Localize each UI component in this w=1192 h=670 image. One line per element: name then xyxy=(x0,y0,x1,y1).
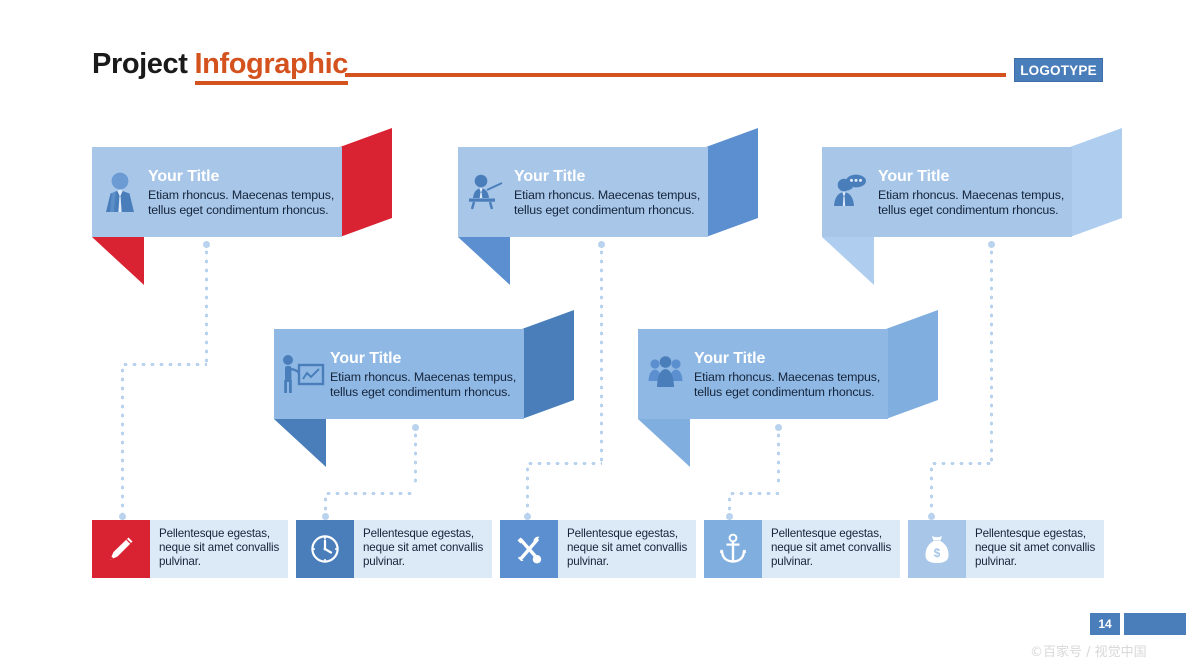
bottom-item-3-text: Pellentesque egestas, neque sit amet con… xyxy=(558,520,696,578)
connector-dot-cap-4-bottom xyxy=(322,513,329,520)
card-5-right-fold xyxy=(886,310,938,418)
bottom-item-4-text: Pellentesque egestas, neque sit amet con… xyxy=(762,520,900,578)
card-2-title: Your Title xyxy=(514,167,586,185)
card-5-body: Your Title Etiam rhoncus. Maecenas tempu… xyxy=(638,329,888,419)
card-1-right-fold xyxy=(340,128,392,236)
bottom-item-3[interactable]: Pellentesque egestas, neque sit amet con… xyxy=(500,520,696,578)
connector-line-4-v1 xyxy=(414,431,417,487)
card-4-text: Your Title Etiam rhoncus. Maecenas tempu… xyxy=(330,349,524,400)
money-bag-icon: $ xyxy=(908,520,966,578)
card-1-text: Your Title Etiam rhoncus. Maecenas tempu… xyxy=(148,167,342,218)
card-3-text: Your Title Etiam rhoncus. Maecenas tempu… xyxy=(878,167,1072,218)
bottom-item-5-text: Pellentesque egestas, neque sit amet con… xyxy=(966,520,1104,578)
card-3-desc: Etiam rhoncus. Maecenas tempus, tellus e… xyxy=(878,187,1065,217)
connector-line-3-h xyxy=(930,462,992,465)
connector-dot-cap-3-bottom xyxy=(928,513,935,520)
connector-line-3-v2 xyxy=(930,465,933,514)
presenter-pointer-icon xyxy=(458,147,514,237)
info-card-5[interactable]: Your Title Etiam rhoncus. Maecenas tempu… xyxy=(638,310,938,467)
card-2-body: Your Title Etiam rhoncus. Maecenas tempu… xyxy=(458,147,708,237)
connector-dot-cap-5-bottom xyxy=(726,513,733,520)
connector-dot-cap-2-top xyxy=(598,241,605,248)
bottom-item-4[interactable]: Pellentesque egestas, neque sit amet con… xyxy=(704,520,900,578)
info-card-4[interactable]: Your Title Etiam rhoncus. Maecenas tempu… xyxy=(274,310,574,467)
connector-line-1-v1 xyxy=(205,248,208,364)
connector-line-3-v1 xyxy=(990,248,993,463)
info-card-3[interactable]: Your Title Etiam rhoncus. Maecenas tempu… xyxy=(822,128,1122,285)
connector-line-1-h xyxy=(121,363,207,366)
connector-dot-cap-4-top xyxy=(412,424,419,431)
bottom-item-1[interactable]: Pellentesque egestas, neque sit amet con… xyxy=(92,520,288,578)
connector-line-2-v1 xyxy=(600,248,603,463)
connector-line-5-v2 xyxy=(728,495,731,514)
card-5-text: Your Title Etiam rhoncus. Maecenas tempu… xyxy=(694,349,888,400)
connector-line-5-v1 xyxy=(777,431,780,487)
card-4-right-fold xyxy=(522,310,574,418)
card-2-right-fold xyxy=(706,128,758,236)
page-title-word-project: Project xyxy=(92,48,188,80)
card-3-bottom-fold xyxy=(822,237,874,285)
bottom-item-2[interactable]: Pellentesque egestas, neque sit amet con… xyxy=(296,520,492,578)
card-4-title: Your Title xyxy=(330,349,402,367)
connector-dot-cap-3-top xyxy=(988,241,995,248)
tools-icon xyxy=(500,520,558,578)
card-4-body: Your Title Etiam rhoncus. Maecenas tempu… xyxy=(274,329,524,419)
card-5-desc: Etiam rhoncus. Maecenas tempus, tellus e… xyxy=(694,369,881,399)
connector-line-4-h xyxy=(324,492,416,495)
person-chart-board-icon xyxy=(274,329,330,419)
card-1-body: Your Title Etiam rhoncus. Maecenas tempu… xyxy=(92,147,342,237)
card-2-desc: Etiam rhoncus. Maecenas tempus, tellus e… xyxy=(514,187,701,217)
anchor-icon xyxy=(704,520,762,578)
card-3-body: Your Title Etiam rhoncus. Maecenas tempu… xyxy=(822,147,1072,237)
card-4-desc: Etiam rhoncus. Maecenas tempus, tellus e… xyxy=(330,369,517,399)
connector-line-2-h xyxy=(526,462,602,465)
info-card-2[interactable]: Your Title Etiam rhoncus. Maecenas tempu… xyxy=(458,128,758,285)
connector-dot-cap-5-top xyxy=(775,424,782,431)
card-5-bottom-fold xyxy=(638,419,690,467)
card-3-right-fold xyxy=(1070,128,1122,236)
card-1-title: Your Title xyxy=(148,167,220,185)
bottom-item-2-text: Pellentesque egestas, neque sit amet con… xyxy=(354,520,492,578)
header-divider-rule xyxy=(345,73,1006,77)
connector-dot-cap-1-bottom xyxy=(119,513,126,520)
group-people-icon xyxy=(638,329,694,419)
card-2-bottom-fold xyxy=(458,237,510,285)
card-4-bottom-fold xyxy=(274,419,326,467)
page-title-word-infographic: Infographic xyxy=(194,48,348,85)
page-number-badge: 14 xyxy=(1090,613,1120,635)
bottom-item-5[interactable]: $ Pellentesque egestas, neque sit amet c… xyxy=(908,520,1104,578)
person-speech-bubble-icon xyxy=(822,147,878,237)
connector-line-5-h xyxy=(728,492,779,495)
card-2-text: Your Title Etiam rhoncus. Maecenas tempu… xyxy=(514,167,708,218)
card-1-desc: Etiam rhoncus. Maecenas tempus, tellus e… xyxy=(148,187,335,217)
connector-dot-cap-1-top xyxy=(203,241,210,248)
footer-accent-bar xyxy=(1124,613,1186,635)
card-3-title: Your Title xyxy=(878,167,950,185)
logotype-badge[interactable]: LOGOTYPE xyxy=(1014,58,1103,82)
info-card-1[interactable]: Your Title Etiam rhoncus. Maecenas tempu… xyxy=(92,128,392,285)
connector-dot-cap-2-bottom xyxy=(524,513,531,520)
businessman-icon xyxy=(92,147,148,237)
svg-text:$: $ xyxy=(934,546,941,560)
watermark-text: ©百家号 / 视觉中国 xyxy=(1030,645,1147,660)
connector-line-1-v2 xyxy=(121,366,124,514)
bottom-item-1-text: Pellentesque egestas, neque sit amet con… xyxy=(150,520,288,578)
card-1-bottom-fold xyxy=(92,237,144,285)
connector-line-4-v2 xyxy=(324,495,327,514)
clock-icon xyxy=(296,520,354,578)
card-5-title: Your Title xyxy=(694,349,766,367)
pencil-icon xyxy=(92,520,150,578)
connector-line-2-v2 xyxy=(526,465,529,514)
